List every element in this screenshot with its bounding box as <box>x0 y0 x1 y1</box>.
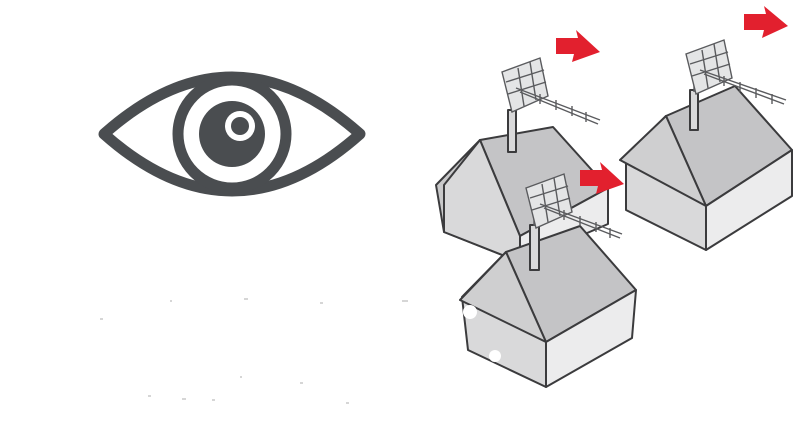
tv-antenna-icon-3 <box>525 173 623 239</box>
signal-arrow-icon <box>556 30 600 62</box>
eye-icon <box>98 71 366 197</box>
background-specks <box>100 298 408 404</box>
signal-arrow-icon-2 <box>744 6 788 38</box>
house-right <box>619 85 793 251</box>
house-front <box>459 224 637 388</box>
signal-arrow-icon-3 <box>580 162 624 194</box>
house-front-notches <box>463 305 501 362</box>
tv-antenna-icon-2 <box>685 39 787 105</box>
tv-antenna-icon <box>501 57 601 125</box>
